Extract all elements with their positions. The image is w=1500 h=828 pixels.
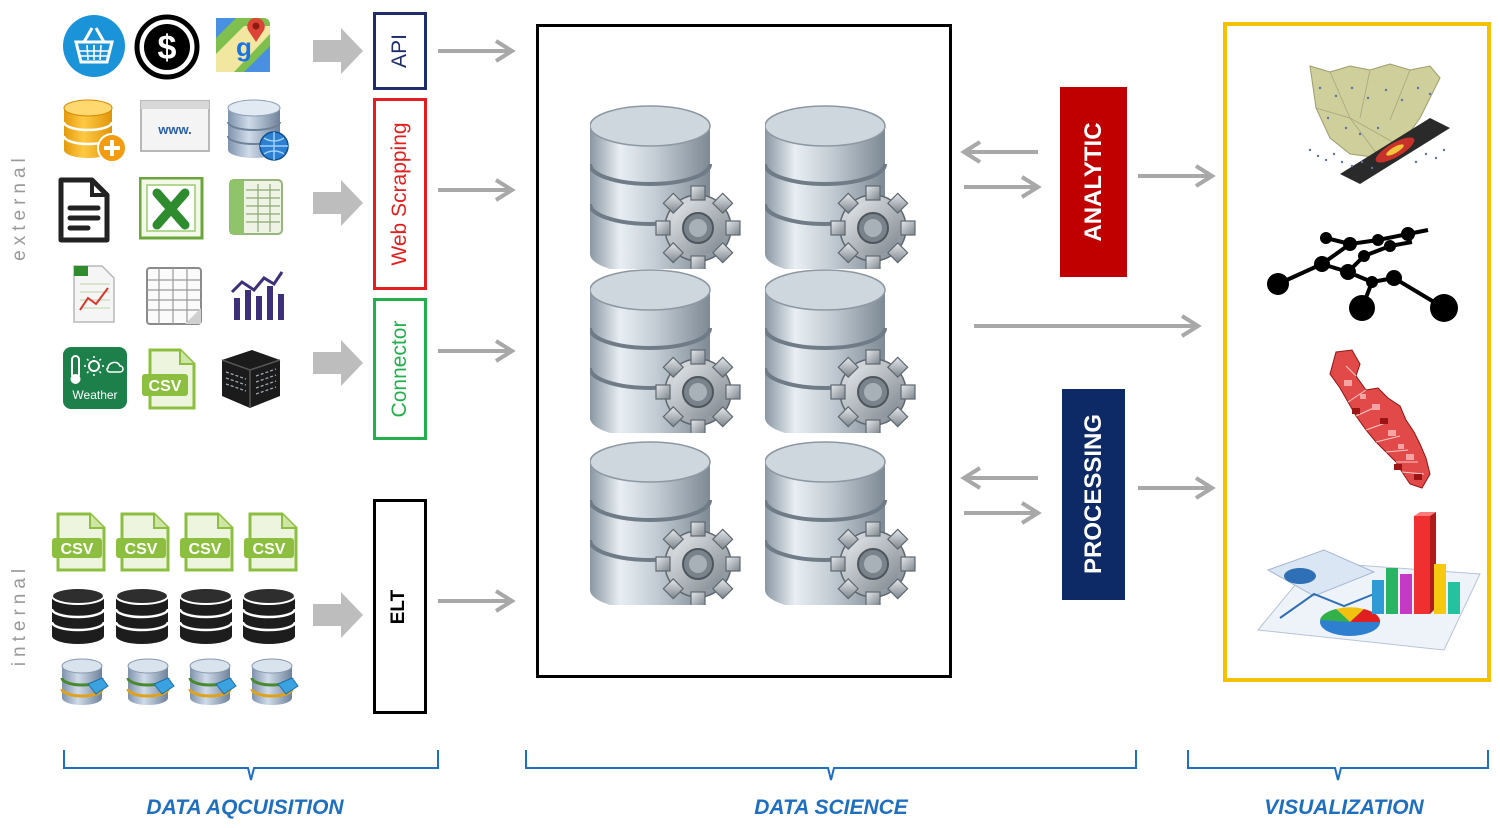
arrow-right-icon (962, 501, 1040, 525)
database-icon-1 (52, 588, 106, 646)
svg-text:g: g (236, 32, 252, 62)
web-scrapping-label: Web Scrapping (388, 122, 411, 266)
connector-label: Connector (388, 320, 411, 418)
csv-label: CSV (189, 541, 222, 558)
database-gear-icon (765, 440, 917, 605)
database-gear-icon (765, 104, 917, 269)
visualization-label: VISUALIZATION (1264, 796, 1424, 819)
elt-label: ELT (388, 589, 409, 625)
arrow-right-long-icon (974, 314, 1202, 338)
excel-icon (139, 177, 204, 240)
visualization-brace-icon (1187, 750, 1489, 781)
data-cube-icon (221, 350, 281, 408)
database-gear-icon (765, 268, 917, 433)
internal-csv-icon-4: CSV (244, 512, 298, 572)
www-text: www. (157, 122, 191, 137)
website-icon: www. (140, 100, 210, 152)
connector-box: Connector (373, 298, 427, 440)
data-science-box (536, 24, 952, 678)
arrow-right-icon (436, 39, 514, 63)
api-label: API (388, 34, 411, 68)
external-label: external (9, 153, 30, 261)
source-arrow-icon-1 (313, 28, 363, 74)
database-add-icon (62, 99, 127, 163)
database-icon-2 (116, 588, 170, 646)
arrow-right-icon (962, 175, 1040, 199)
spreadsheet-icon (229, 179, 283, 235)
arrow-left-icon (962, 466, 1040, 490)
database-icon-4 (243, 588, 297, 646)
api-box: API (373, 12, 427, 90)
database-gear-icon (590, 440, 742, 605)
arrow-right-icon (1136, 476, 1214, 500)
database-icon-3 (180, 588, 234, 646)
database-gear-icon (590, 268, 742, 433)
weather-text: Weather (72, 388, 117, 402)
processing-box: PROCESSING (1062, 389, 1125, 600)
choropleth-map-icon (1329, 349, 1431, 489)
database-table-icon-4 (250, 658, 300, 707)
source-arrow-icon-2 (313, 180, 363, 226)
excel-chart-icon (73, 265, 115, 323)
document-icon (58, 177, 110, 243)
bar-trend-chart-icon (230, 271, 284, 320)
arrow-right-icon (436, 339, 514, 363)
database-table-icon-2 (126, 658, 176, 707)
svg-text:$: $ (158, 29, 177, 67)
shopping-basket-icon (63, 15, 125, 77)
database-globe-icon (227, 99, 289, 161)
analytic-box: ANALYTIC (1060, 87, 1127, 277)
csv-label: CSV (253, 541, 286, 558)
dashboard-charts-icon (1257, 512, 1481, 651)
source-arrow-icon-3 (313, 340, 363, 386)
data-acquisition-label: DATA AQCUISITION (146, 796, 344, 819)
elt-box: ELT (373, 499, 427, 714)
science-brace-icon (525, 750, 1137, 781)
csv-label: CSV (125, 541, 158, 558)
source-arrow-icon-4 (313, 592, 363, 638)
csv-label: CSV (149, 378, 182, 395)
processing-label: PROCESSING (1080, 413, 1107, 575)
internal-csv-icon-2: CSV (116, 512, 170, 572)
database-table-icon-1 (60, 658, 110, 707)
database-table-icon-3 (188, 658, 238, 707)
table-sheet-icon (146, 267, 202, 325)
internal-label: internal (9, 563, 30, 667)
csv-label: CSV (61, 541, 94, 558)
web-scrapping-box: Web Scrapping (373, 98, 427, 290)
internal-csv-icon-1: CSV (52, 512, 106, 572)
network-graph-icon (1267, 227, 1458, 322)
dollar-icon: $ (134, 14, 200, 80)
arrow-right-icon (436, 589, 514, 613)
arrow-right-icon (436, 178, 514, 202)
data-science-label: DATA SCIENCE (754, 796, 908, 819)
surface-plot-icon (1308, 63, 1450, 184)
database-gear-icon (590, 104, 742, 269)
arrow-left-icon (962, 140, 1040, 164)
visualization-box (1223, 22, 1491, 682)
analytic-label: ANALYTIC (1080, 122, 1107, 242)
internal-csv-icon-3: CSV (180, 512, 234, 572)
google-maps-icon: g (216, 18, 270, 72)
weather-icon: Weather (63, 347, 127, 409)
csv-file-icon: CSV (142, 348, 196, 410)
acquisition-brace-icon (63, 750, 439, 781)
arrow-right-icon (1136, 164, 1214, 188)
